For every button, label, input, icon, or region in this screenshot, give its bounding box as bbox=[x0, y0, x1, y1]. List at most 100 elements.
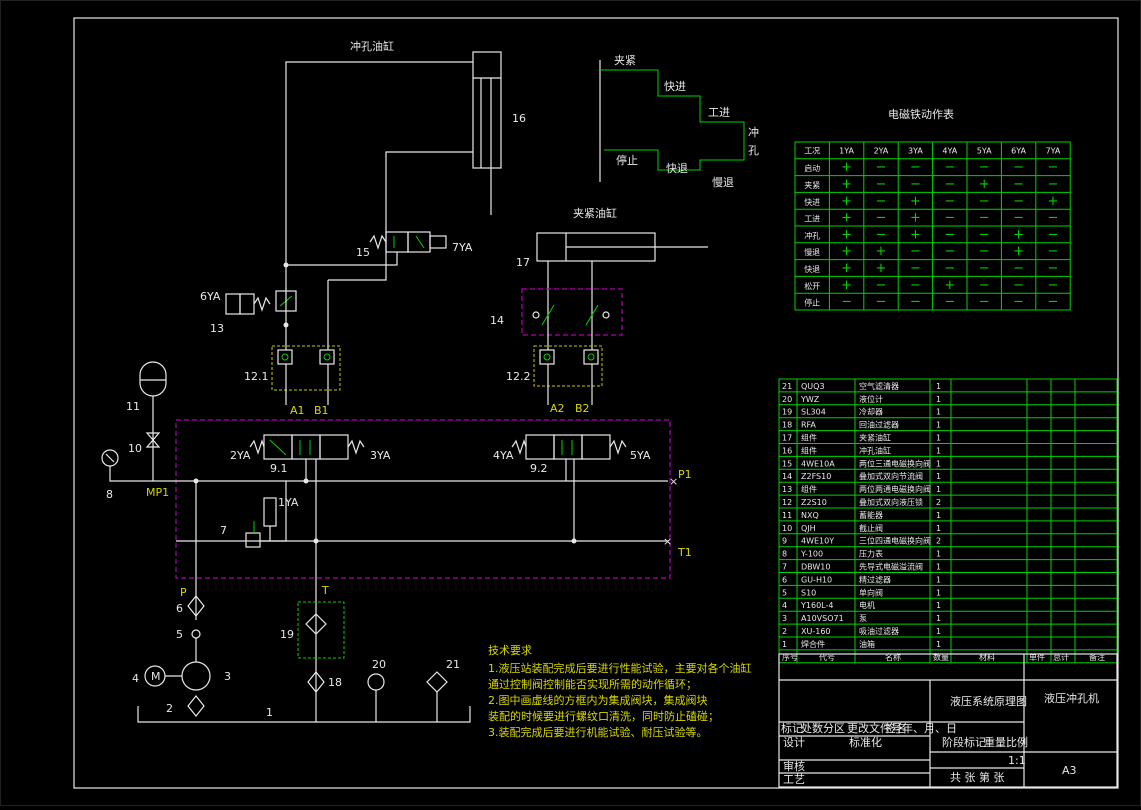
bom-seq: 10 bbox=[782, 524, 792, 533]
action-table-header: 4YA bbox=[942, 146, 957, 155]
bom-code: DBW10 bbox=[801, 563, 830, 572]
bom-code: 4WE10A bbox=[801, 459, 835, 468]
bom-header-cell: 材料 bbox=[979, 652, 995, 662]
tech-line-3: 2.图中画虚线的方框内为集成阀块，集成阀块 bbox=[488, 693, 708, 707]
action-table-cell: − bbox=[944, 295, 955, 310]
cross-p1: × bbox=[669, 475, 678, 488]
bom-name: 冷却器 bbox=[859, 407, 883, 417]
bom-code: NXQ bbox=[801, 511, 819, 520]
punch-cylinder bbox=[472, 51, 502, 215]
bom-name: 冲孔油缸 bbox=[859, 445, 891, 455]
tb-zone: 分区 bbox=[823, 722, 845, 735]
label-6ya: 6YA bbox=[200, 290, 221, 303]
action-table-cell: − bbox=[944, 160, 955, 175]
tech-title: 技术要求 bbox=[488, 644, 532, 657]
action-table-row-label: 冲孔 bbox=[804, 230, 820, 240]
bom-qty: 1 bbox=[936, 614, 941, 623]
action-table-cell: − bbox=[876, 194, 887, 209]
action-table-cell: − bbox=[979, 160, 990, 175]
label-14: 14 bbox=[490, 314, 504, 327]
tech-line-5: 3.装配完成后要进行机能试验、耐压试验等。 bbox=[488, 725, 708, 739]
tb-format: A3 bbox=[1062, 764, 1077, 777]
bom-seq: 19 bbox=[782, 408, 792, 417]
action-table-cell: − bbox=[876, 211, 887, 226]
node-5 bbox=[313, 538, 319, 544]
label-19: 19 bbox=[280, 628, 294, 641]
clamp-cylinder-title: 夹紧油缸 bbox=[573, 206, 617, 220]
valve-15 bbox=[369, 231, 447, 253]
node-2 bbox=[283, 322, 289, 328]
label-9-1: 9.1 bbox=[270, 462, 288, 475]
bom-header-cell: 总计 bbox=[1053, 652, 1069, 662]
label-a2: A2 bbox=[550, 402, 565, 415]
bom-name: 三位四通电磁换向阀 bbox=[859, 536, 931, 546]
machine-name: 液压冲孔机 bbox=[1044, 691, 1099, 705]
cycle-slow-back: 慢退 bbox=[712, 176, 734, 189]
bom-header-cell: 备注 bbox=[1089, 652, 1105, 662]
node-1 bbox=[283, 262, 289, 268]
action-table-cell: − bbox=[876, 278, 887, 293]
action-table-cell: − bbox=[979, 261, 990, 276]
bom-code: Y-100 bbox=[800, 550, 823, 559]
bom-header-cell: 单件 bbox=[1029, 652, 1045, 662]
action-table-row-label: 停止 bbox=[804, 298, 820, 308]
action-table-cell: − bbox=[944, 194, 955, 209]
bom-seq: 18 bbox=[782, 421, 792, 430]
bom-qty: 1 bbox=[936, 459, 941, 468]
action-table-header: 6YA bbox=[1011, 146, 1026, 155]
tb-doc: 更改文件号 bbox=[847, 721, 902, 735]
label-16: 16 bbox=[512, 112, 526, 125]
bom-seq: 12 bbox=[782, 498, 792, 507]
action-table-cell: − bbox=[979, 278, 990, 293]
action-table-row-label: 松开 bbox=[804, 281, 820, 291]
action-table-cell: − bbox=[1048, 160, 1059, 175]
bom-code: 4WE10Y bbox=[801, 537, 834, 546]
action-table-cell: − bbox=[1048, 227, 1059, 242]
bom-header-cell: 数量 bbox=[933, 652, 949, 662]
check-2 bbox=[602, 311, 610, 319]
bom-code: GU-H10 bbox=[801, 575, 832, 584]
tb-review: 审核 bbox=[783, 759, 805, 773]
label-2: 2 bbox=[166, 702, 173, 715]
action-table-cell: − bbox=[1013, 261, 1024, 276]
cooler-block bbox=[297, 601, 345, 659]
tb-date: 年、月、日 bbox=[902, 721, 957, 735]
bom-qty: 2 bbox=[936, 537, 941, 546]
action-table-cell: − bbox=[910, 177, 921, 192]
bom-seq: 17 bbox=[782, 434, 792, 443]
action-table-row-label: 启动 bbox=[804, 163, 820, 173]
valve-9-1 bbox=[249, 434, 365, 460]
bom-code: YWZ bbox=[800, 395, 820, 404]
filter-2 bbox=[187, 695, 205, 717]
action-table-cell: − bbox=[1013, 160, 1024, 175]
cooler-19 bbox=[305, 613, 327, 635]
bom-name: 空气滤清器 bbox=[859, 381, 899, 391]
bom-qty: 1 bbox=[936, 601, 941, 610]
cycle-punch-1: 冲 bbox=[748, 125, 759, 139]
action-table-cell: + bbox=[841, 261, 852, 276]
label-9-2: 9.2 bbox=[530, 462, 548, 475]
bom-name: 叠加式双向节流阀 bbox=[859, 471, 923, 481]
tb-sign: 签名 bbox=[885, 721, 907, 735]
node-4 bbox=[303, 478, 309, 484]
action-table-cell: + bbox=[841, 278, 852, 293]
bom-name: 吸油过滤器 bbox=[859, 626, 899, 636]
tb-design: 设计 bbox=[783, 736, 805, 749]
bom-seq: 13 bbox=[782, 485, 792, 494]
bom-code: S10 bbox=[801, 588, 816, 597]
check-5 bbox=[191, 629, 201, 639]
bom-name: 回油过滤器 bbox=[859, 420, 899, 430]
bom-qty: 2 bbox=[936, 498, 941, 507]
bom-seq: 5 bbox=[782, 588, 787, 597]
label-a1: A1 bbox=[290, 404, 305, 417]
bom-qty: 1 bbox=[936, 563, 941, 572]
label-1ya: 1YA bbox=[278, 496, 299, 509]
action-table-cell: + bbox=[944, 278, 955, 293]
bom-code: QJH bbox=[801, 524, 816, 533]
bom-qty: 1 bbox=[936, 524, 941, 533]
label-t1: T1 bbox=[677, 546, 692, 559]
tb-stage: 阶段标记 bbox=[942, 735, 986, 749]
pipe-b1-link bbox=[328, 265, 387, 281]
action-table-row-label: 慢退 bbox=[804, 247, 820, 257]
action-table-cell: + bbox=[1048, 194, 1059, 209]
